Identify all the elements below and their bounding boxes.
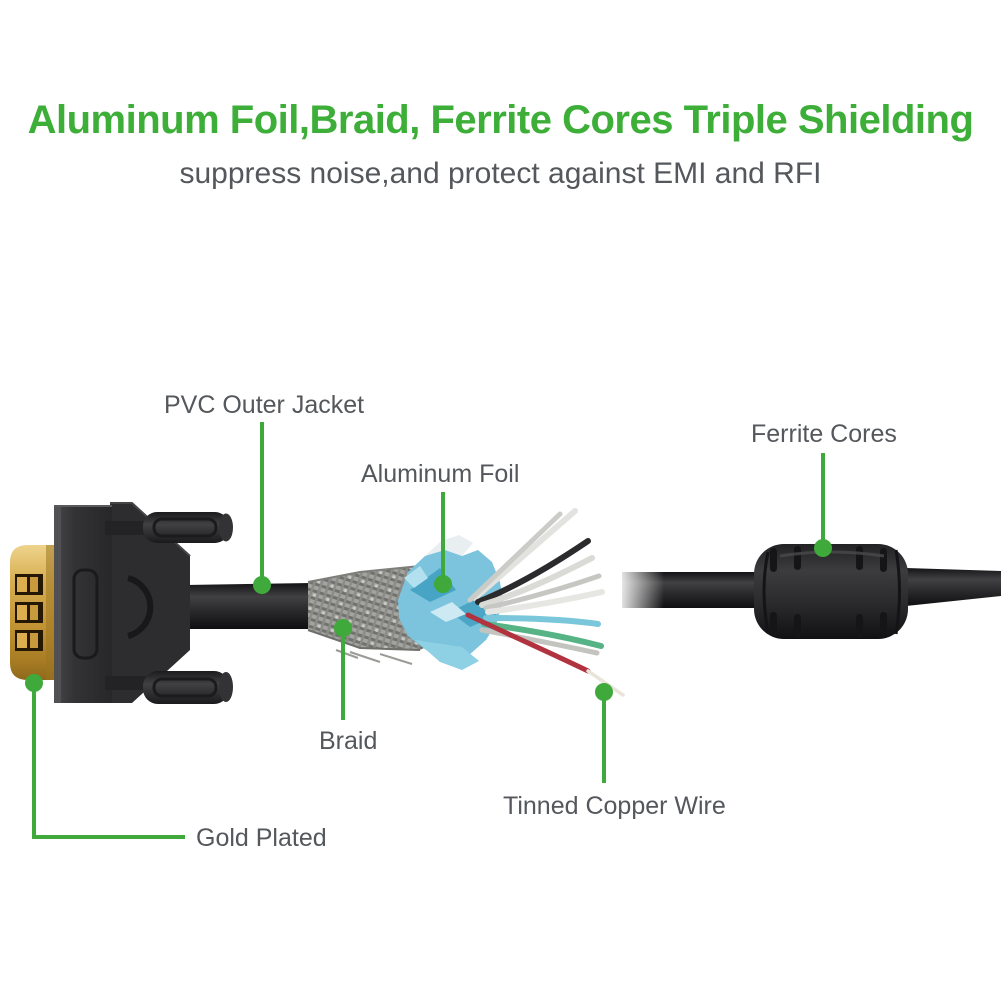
gold-plated-callout-line	[32, 690, 185, 839]
round-cable-with-ferrite	[616, 544, 1001, 639]
gold-plated-callout-dot	[25, 674, 43, 692]
wire-teal	[483, 615, 601, 627]
hood-emboss	[127, 575, 154, 639]
aluminum-foil-label: Aluminum Foil	[361, 460, 520, 488]
cable-right-of-ferrite	[906, 568, 1001, 606]
thumbscrew-top	[105, 512, 233, 543]
gold-plated-label: Gold Plated	[196, 824, 327, 852]
page-subtitle: suppress noise,and protect against EMI a…	[179, 157, 822, 190]
ferrite-cores-label: Ferrite Cores	[751, 420, 897, 448]
inner-wires	[465, 508, 625, 697]
ferrite-core-barrel	[754, 544, 908, 639]
gold-plated-face	[10, 545, 54, 680]
ferrite-callout-dot	[814, 539, 832, 557]
wire-black	[475, 538, 591, 605]
pvc-outer-jacket-label: PVC Outer Jacket	[164, 391, 365, 419]
page-title: Aluminum Foil,Braid, Ferrite Cores Tripl…	[27, 98, 974, 142]
aluminum-foil-callout-dot	[434, 575, 452, 593]
thumbscrew-bottom	[105, 671, 233, 704]
tinned-copper-wire-tip	[586, 669, 625, 697]
tinned-copper-wire-label: Tinned Copper Wire	[503, 792, 726, 820]
braid-callout-dot	[334, 619, 352, 637]
dvi-connector	[10, 502, 233, 704]
pvc-outer-jacket-cable	[185, 583, 312, 629]
tinned-copper-callout-dot	[595, 683, 613, 701]
wire-green	[481, 621, 604, 649]
gold-pins	[15, 574, 43, 651]
callout-pointers	[25, 422, 832, 839]
pvc-callout-dot	[253, 576, 271, 594]
braid-label: Braid	[319, 727, 378, 755]
wire-red	[465, 612, 591, 674]
